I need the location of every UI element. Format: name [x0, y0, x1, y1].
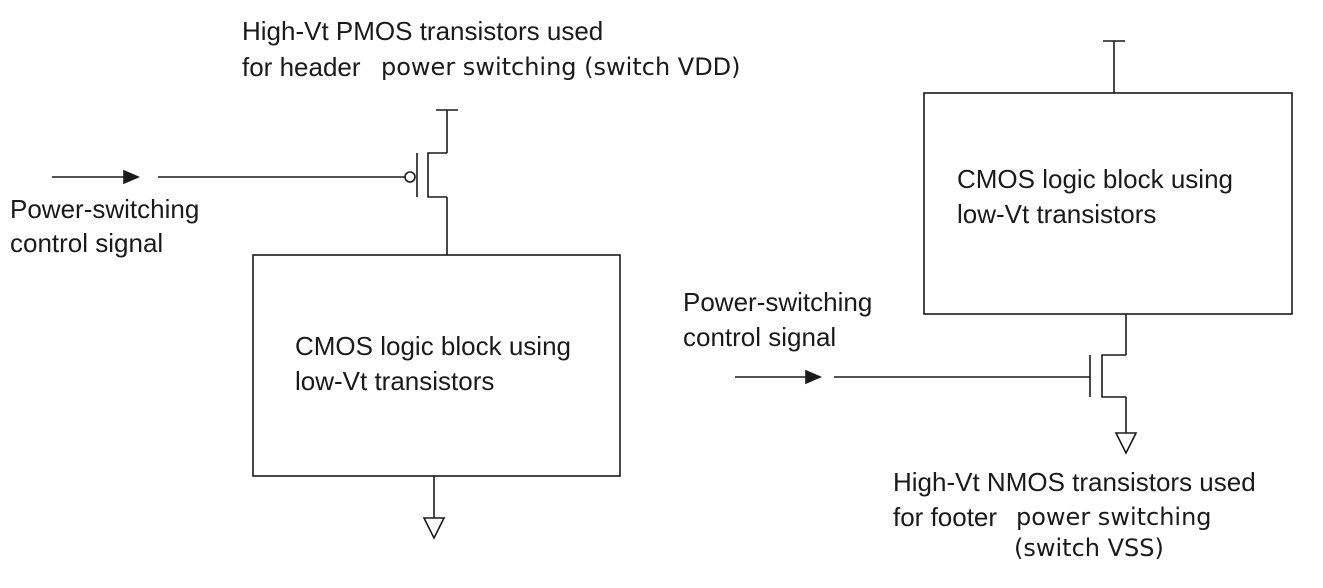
header-caption-line2b: power switching (switch VDD): [381, 53, 741, 81]
header-caption-line2a: for header: [242, 52, 361, 82]
left-ground-symbol: [422, 517, 446, 540]
left-block-text-line2: low-Vt transistors: [295, 366, 495, 396]
footer-caption-line2b: power switching: [1016, 503, 1212, 531]
left-control-label-line2: control signal: [10, 228, 164, 258]
left-logic-block: [252, 254, 621, 477]
nmos-footer-switch: [834, 314, 1138, 455]
footer-caption-line3: (switch VSS): [1014, 534, 1164, 562]
pmos-header-switch: [158, 109, 458, 255]
left-block-text-line1: CMOS logic block using: [295, 331, 571, 361]
left-arrowhead: [123, 169, 141, 185]
footer-caption-line2a: for footer: [893, 502, 998, 532]
pmos-gate-bubble: [404, 171, 416, 183]
left-ground: [422, 476, 446, 540]
header-caption-line1: High-Vt PMOS transistors used: [242, 16, 604, 46]
footer-caption-line1: High-Vt NMOS transistors used: [893, 467, 1256, 497]
right-arrowhead: [805, 369, 823, 385]
right-logic-block: [923, 92, 1293, 315]
right-control-arrow: [735, 369, 823, 385]
right-control-label-line1: Power-switching: [683, 287, 873, 317]
right-ground-symbol: [1114, 432, 1138, 455]
nmos-source-drain: [1101, 354, 1126, 398]
right-control-label-line2: control signal: [683, 322, 837, 352]
left-control-arrow: [52, 169, 141, 185]
pmos-source-drain: [427, 152, 447, 198]
right-vdd: [1103, 40, 1125, 93]
left-control-label-line1: Power-switching: [10, 194, 200, 224]
right-block-text-line1: CMOS logic block using: [957, 164, 1233, 194]
right-block-text-line2: low-Vt transistors: [957, 199, 1157, 229]
